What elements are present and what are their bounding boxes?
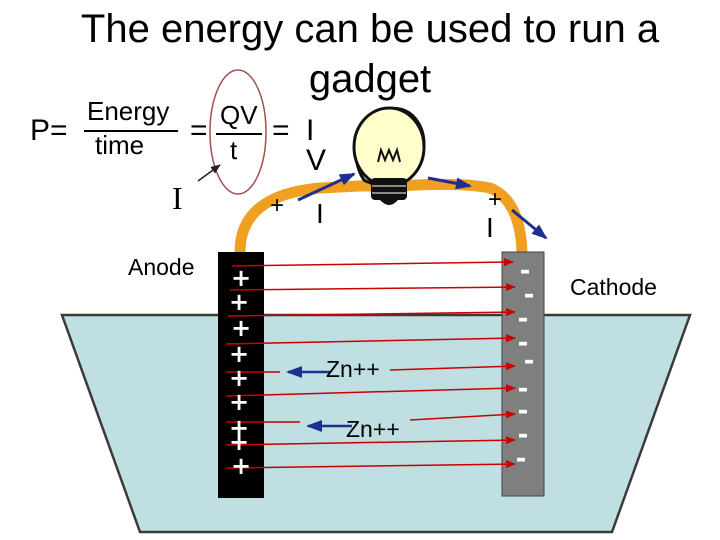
anode-electrode (218, 252, 264, 498)
current-arrow-right (511, 208, 548, 240)
anode-plus-sign: + (228, 388, 250, 416)
anode-plus-sign: + (228, 340, 250, 368)
time-denominator: time (95, 130, 145, 160)
t-denominator: t (230, 135, 238, 165)
cathode-minus-sign: - (519, 256, 531, 286)
qv-numerator: QV (220, 100, 258, 130)
cathode-minus-sign: - (517, 420, 529, 450)
cathode-minus-sign: - (517, 304, 529, 334)
anode-label: Anode (128, 254, 195, 280)
power-label: P= (30, 114, 68, 147)
cathode-electrode (501, 251, 545, 497)
light-bulb (352, 106, 426, 205)
highlight-ellipse (209, 69, 267, 195)
slide-title: The energy can be used to run a gadget (80, 7, 660, 101)
wire-current-right: I (486, 212, 494, 243)
wire-current-left: I (316, 198, 324, 229)
cathode-minus-sign: - (515, 444, 527, 474)
field-lines (225, 258, 516, 469)
current-symbol: I (172, 180, 183, 216)
cathode-minus-sign: - (523, 346, 535, 376)
pointer-arrow (197, 164, 221, 182)
anode-plus-sign: + (230, 314, 252, 342)
anode-plus-sign: + (228, 414, 250, 442)
anode-plus-sign: + (228, 364, 250, 392)
zinc-ion-label-upper: Zn++ (326, 356, 380, 382)
equals-sign-2: = (272, 114, 290, 147)
wire-plus-left: + (270, 192, 285, 219)
iv-term: I V (306, 114, 327, 177)
external-wire (234, 178, 528, 258)
cathode-minus-sign: - (517, 374, 529, 404)
zinc-ion-label-lower: Zn++ (346, 416, 400, 442)
energy-numerator: Energy (87, 96, 170, 126)
cathode-minus-sign: - (517, 396, 529, 426)
current-arrow-middle (427, 176, 472, 190)
cathode-label: Cathode (570, 274, 657, 300)
current-arrow-left (297, 172, 356, 202)
cathode-minus-sign: - (523, 280, 535, 310)
anode-plus-sign: + (230, 452, 252, 480)
anode-plus-sign: + (230, 264, 252, 292)
anode-plus-sign: + (228, 428, 250, 456)
cathode-minus-sign: - (517, 328, 529, 358)
equals-sign-1: = (190, 114, 208, 147)
wire-plus-right: + (488, 186, 503, 213)
anode-plus-sign: + (228, 288, 250, 316)
